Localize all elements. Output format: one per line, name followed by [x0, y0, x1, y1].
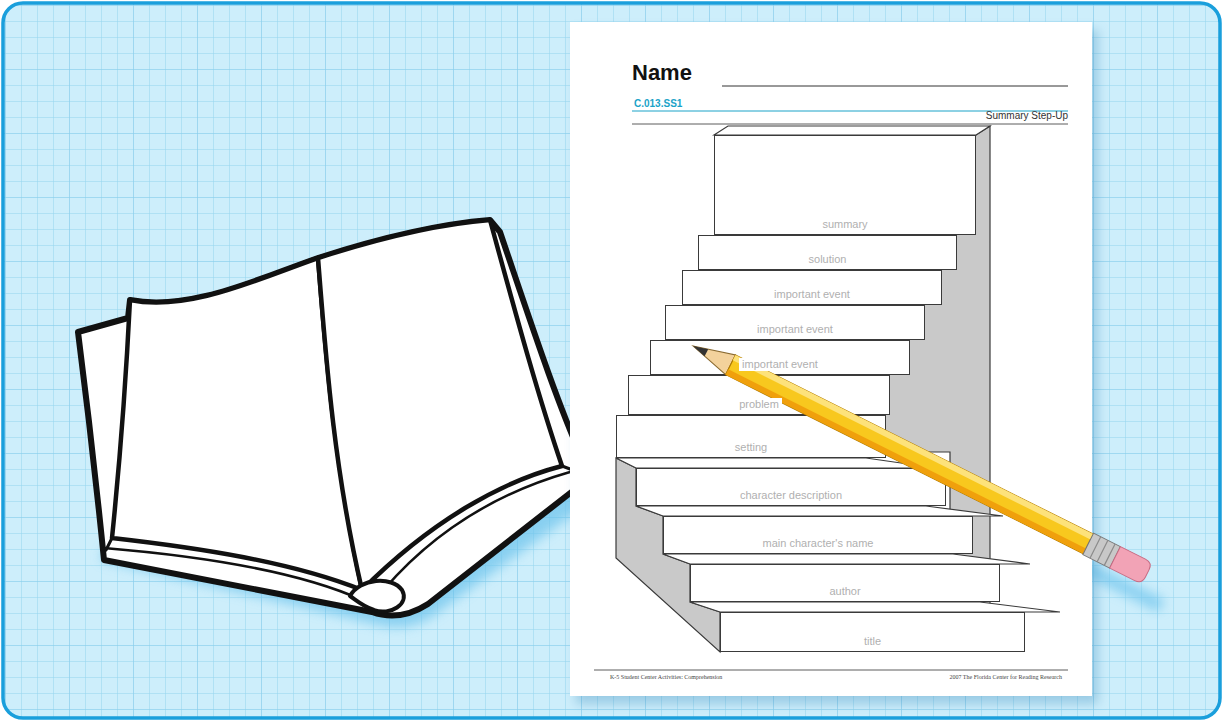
step-label: important event [739, 358, 821, 371]
footer-credit: 2007 The Florida Center for Reading Rese… [949, 674, 1062, 680]
sheet-title: Summary Step-Up [986, 110, 1068, 121]
step-label: summary [819, 218, 870, 231]
step-box: setting [616, 415, 886, 458]
code-label: C.013.SS1 [634, 98, 682, 109]
pencil-eraser [1110, 547, 1153, 585]
step-box: solution [698, 235, 957, 270]
ferrule-band [1104, 544, 1115, 565]
grid [3, 3, 1220, 718]
pencil-wood [688, 336, 735, 374]
worksheet-paper: NameC.013.SS1Summary Step-UpK-5 Student … [570, 22, 1092, 696]
stair-tread [636, 506, 1003, 516]
step-label: problem [736, 398, 782, 411]
step-label: setting [732, 441, 770, 454]
ferrule-band [1097, 540, 1108, 561]
ferrule-band [1090, 537, 1101, 558]
open-book [78, 220, 592, 616]
step-label: author [826, 585, 863, 598]
grid [3, 3, 1220, 718]
stair-tread [690, 602, 1060, 612]
pencil-body [726, 355, 1094, 554]
step-label: solution [806, 253, 850, 266]
step-label: main character's name [760, 537, 877, 550]
step-box: main character's name [663, 516, 973, 554]
footer-note: K-5 Student Center Activities: Comprehen… [610, 674, 722, 680]
pencil-highlight [733, 355, 1093, 539]
step-box: important event [665, 305, 925, 340]
pencil-ferrule [1083, 533, 1121, 568]
step-box: important event [650, 340, 910, 375]
footer-rule [594, 670, 1068, 671]
panel-border [3, 3, 1220, 718]
step-box: important event [682, 270, 942, 305]
pencil-lead [691, 342, 708, 356]
header-rule [632, 124, 1068, 125]
name-field: Name [632, 60, 692, 86]
step-box: title [720, 612, 1025, 652]
step-box: character description [636, 468, 946, 506]
summary-box: summary [714, 135, 976, 235]
stair-tread [663, 554, 1030, 564]
step-label: important event [754, 323, 836, 336]
pencil-shade [726, 369, 1086, 553]
step-box: author [690, 564, 1000, 602]
name-line [722, 86, 1068, 87]
panel [3, 3, 1220, 718]
step-label: important event [771, 288, 853, 301]
summary-top [714, 126, 990, 135]
step-box: problem [628, 375, 890, 415]
step-label: character description [737, 489, 845, 502]
stair-tread [616, 458, 936, 468]
step-label: title [861, 635, 884, 648]
